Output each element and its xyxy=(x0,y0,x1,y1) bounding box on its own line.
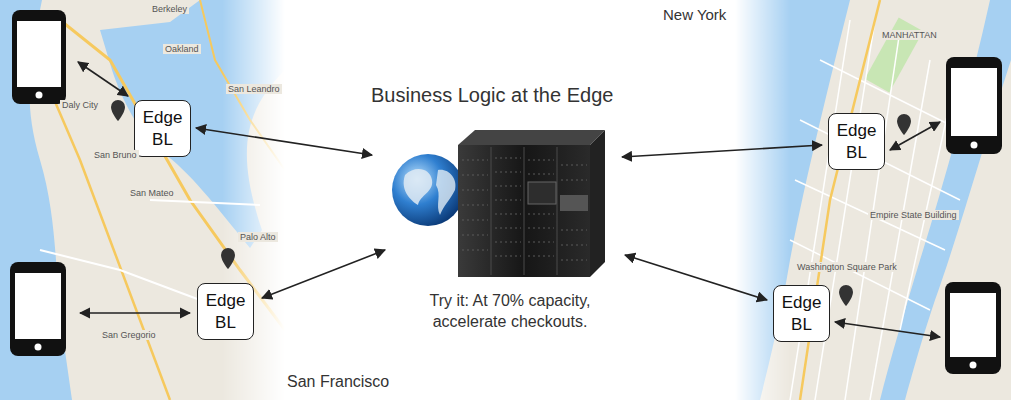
map-place-label: San Leandro xyxy=(226,84,282,94)
box-label: Edge BL xyxy=(835,120,878,163)
edge-box: Edge BL xyxy=(828,113,885,170)
box-label: Edge BL xyxy=(141,107,184,150)
note-text: Try it: At 70% capacity, accelerate chec… xyxy=(405,291,615,333)
mobile-phone xyxy=(945,282,1001,374)
map-pin xyxy=(111,100,911,306)
edge-box: Edge BL xyxy=(773,285,830,342)
arrow xyxy=(78,62,940,337)
edge-box: Edge BL xyxy=(197,283,254,340)
map-place-label: Washington Square Park xyxy=(795,262,899,272)
city-caption: San Francisco xyxy=(287,373,389,391)
map-place-label: Oakland xyxy=(163,44,201,54)
box-label: Edge BL xyxy=(204,290,247,333)
map-place-label: Daly City xyxy=(60,100,100,110)
city-caption: New York xyxy=(663,6,726,23)
mobile-phone xyxy=(946,57,1002,154)
map-place-label: Empire State Building xyxy=(868,210,959,220)
edge-box: Edge BL xyxy=(134,100,191,157)
map-place-label: Berkeley xyxy=(150,4,189,14)
map-place-label: San Bruno xyxy=(92,150,139,160)
server-rack xyxy=(458,130,605,277)
map-place-label: Palo Alto xyxy=(238,232,278,242)
sf-map xyxy=(0,0,285,400)
map-place-label: San Mateo xyxy=(128,188,176,198)
mobile-phone xyxy=(10,262,66,356)
ny-map xyxy=(735,0,1011,400)
map-place-label: San Gregorio xyxy=(100,330,158,340)
box-label: Edge BL xyxy=(780,292,823,335)
globe-icon xyxy=(392,154,464,226)
diagram-title: Business Logic at the Edge xyxy=(371,84,613,107)
map-place-label: MANHATTAN xyxy=(880,30,939,40)
mobile-phone xyxy=(12,10,66,104)
